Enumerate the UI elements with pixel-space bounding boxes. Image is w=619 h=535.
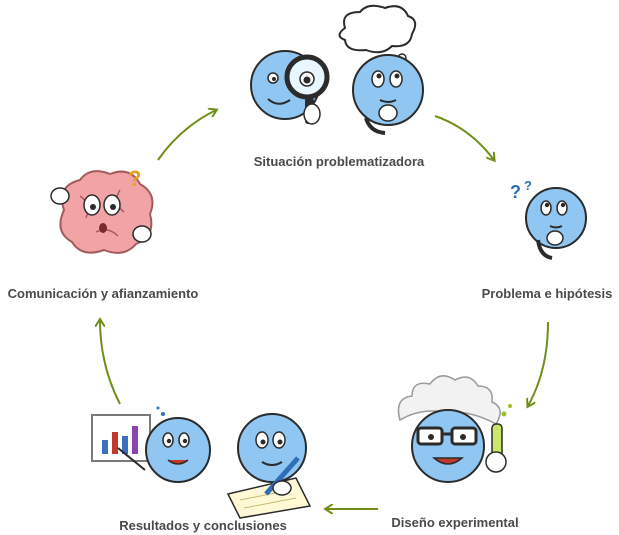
scientist-character-icon	[397, 375, 512, 483]
label-diseno-experimental: Diseño experimental	[391, 515, 519, 530]
label-comunicacion-afianzamiento: Comunicación y afianzamiento	[7, 286, 199, 301]
svg-text:?: ?	[128, 166, 141, 191]
questioning-character-icon: ? ?	[510, 178, 587, 260]
arrow-resultados-to-comunicacion	[100, 320, 121, 405]
label-situacion-problematizadora: Situación problematizadora	[253, 154, 425, 169]
svg-text:?: ?	[510, 182, 521, 202]
arrow-situacion-to-problema	[434, 115, 494, 160]
thinking-character-icon	[338, 4, 424, 135]
chart-character-icon	[91, 406, 211, 483]
brain-character-icon: ?	[50, 166, 154, 254]
arrow-problema-to-diseno	[528, 321, 549, 406]
label-resultados-conclusiones: Resultados y conclusiones	[119, 518, 287, 533]
magnifier-character-icon	[250, 50, 330, 125]
writing-character-icon	[226, 413, 312, 519]
svg-text:?: ?	[524, 178, 532, 193]
arrow-comunicacion-to-situacion	[157, 110, 216, 161]
label-problema-hipotesis: Problema e hipótesis	[481, 286, 613, 301]
